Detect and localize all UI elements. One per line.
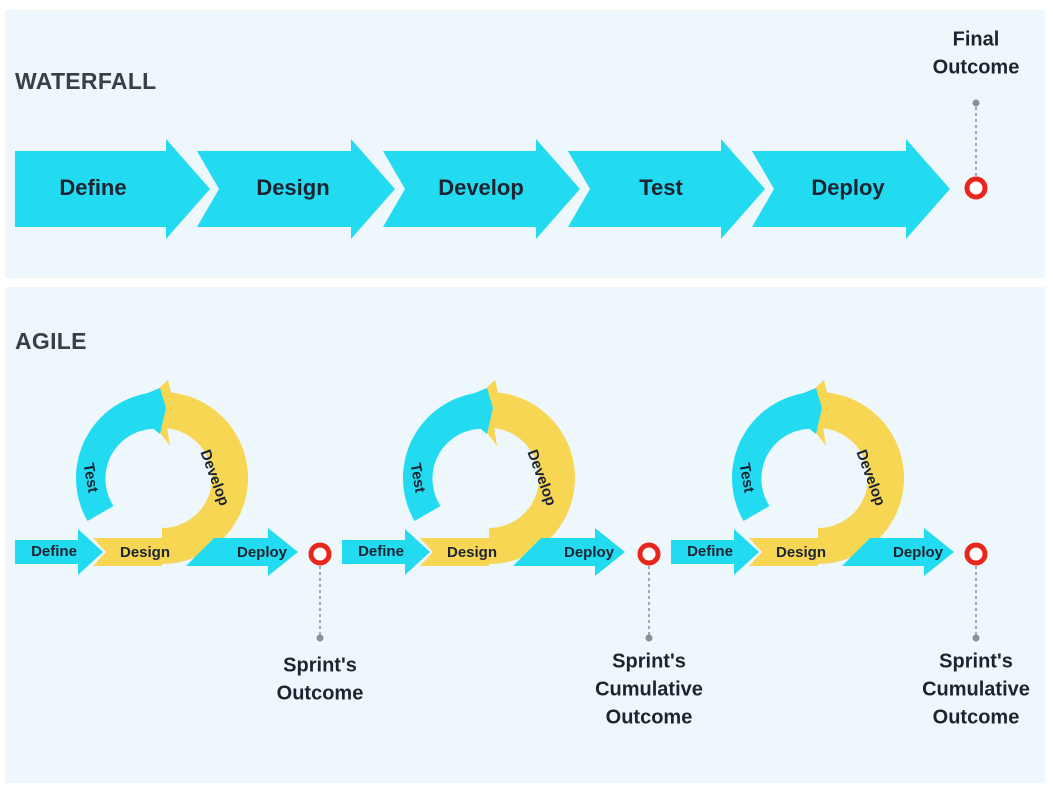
waterfall-arrow-deploy — [752, 139, 950, 239]
waterfall-outcome-line: Final — [953, 28, 1000, 50]
waterfall-step-label: Define — [59, 175, 126, 200]
agile-test-label: Test — [736, 462, 758, 494]
agile-outcome-connector-dot — [645, 634, 653, 642]
waterfall-connector-dot — [972, 99, 980, 107]
agile-outcome-line: Sprint's — [283, 654, 357, 676]
agile-design-bar — [749, 538, 818, 566]
agile-develop-arc — [467, 380, 575, 564]
agile-define-arrow — [671, 529, 759, 575]
agile-outcome-line: Cumulative — [922, 678, 1030, 700]
agile-test-arc — [75, 388, 166, 521]
agile-develop-arc — [140, 380, 248, 564]
waterfall-step-label: Test — [639, 175, 683, 200]
agile-design-label: Design — [776, 544, 826, 561]
agile-define-arrow — [15, 529, 103, 575]
agile-outcome-marker — [637, 542, 661, 566]
agile-design-bar — [420, 538, 489, 566]
agile-deploy-label: Deploy — [564, 544, 615, 561]
agile-deploy-arrow — [513, 528, 625, 576]
agile-design-label: Design — [120, 544, 170, 561]
agile-test-label: Test — [80, 462, 102, 494]
agile-outcome-line: Outcome — [606, 706, 693, 728]
agile-define-arrow — [342, 529, 430, 575]
agile-outcome-line: Cumulative — [595, 678, 703, 700]
waterfall-final-marker — [964, 176, 988, 200]
agile-test-arc — [403, 388, 493, 521]
agile-develop-arc — [796, 380, 904, 564]
agile-define-label: Define — [358, 543, 404, 560]
waterfall-arrow-design — [197, 139, 395, 239]
waterfall-arrow-develop — [383, 139, 580, 239]
agile-design-bar — [93, 538, 162, 566]
waterfall-arrow-define — [15, 139, 210, 239]
agile-outcome-line: Sprint's — [939, 650, 1013, 672]
waterfall-title: WATERFALL — [15, 68, 157, 94]
waterfall-outcome-line: Outcome — [933, 56, 1020, 78]
waterfall-step-label: Design — [256, 175, 329, 200]
agile-outcome-line: Outcome — [933, 706, 1020, 728]
agile-define-label: Define — [31, 543, 77, 560]
agile-test-label: Test — [407, 462, 429, 494]
waterfall-panel — [5, 10, 1045, 278]
agile-deploy-arrow — [186, 528, 298, 576]
agile-deploy-label: Deploy — [893, 544, 944, 561]
agile-deploy-arrow — [842, 528, 954, 576]
waterfall-step-label: Develop — [438, 175, 524, 200]
agile-outcome-connector-dot — [972, 634, 980, 642]
agile-outcome-marker — [308, 542, 332, 566]
agile-design-label: Design — [447, 544, 497, 561]
agile-outcome-marker — [964, 542, 988, 566]
agile-title: AGILE — [15, 328, 87, 354]
waterfall-step-label: Deploy — [811, 175, 885, 200]
agile-define-label: Define — [687, 543, 733, 560]
agile-deploy-label: Deploy — [237, 544, 288, 561]
agile-outcome-line: Outcome — [277, 682, 364, 704]
waterfall-arrow-test — [568, 139, 765, 239]
agile-outcome-connector-dot — [316, 634, 324, 642]
agile-outcome-line: Sprint's — [612, 650, 686, 672]
agile-test-arc — [731, 388, 822, 521]
